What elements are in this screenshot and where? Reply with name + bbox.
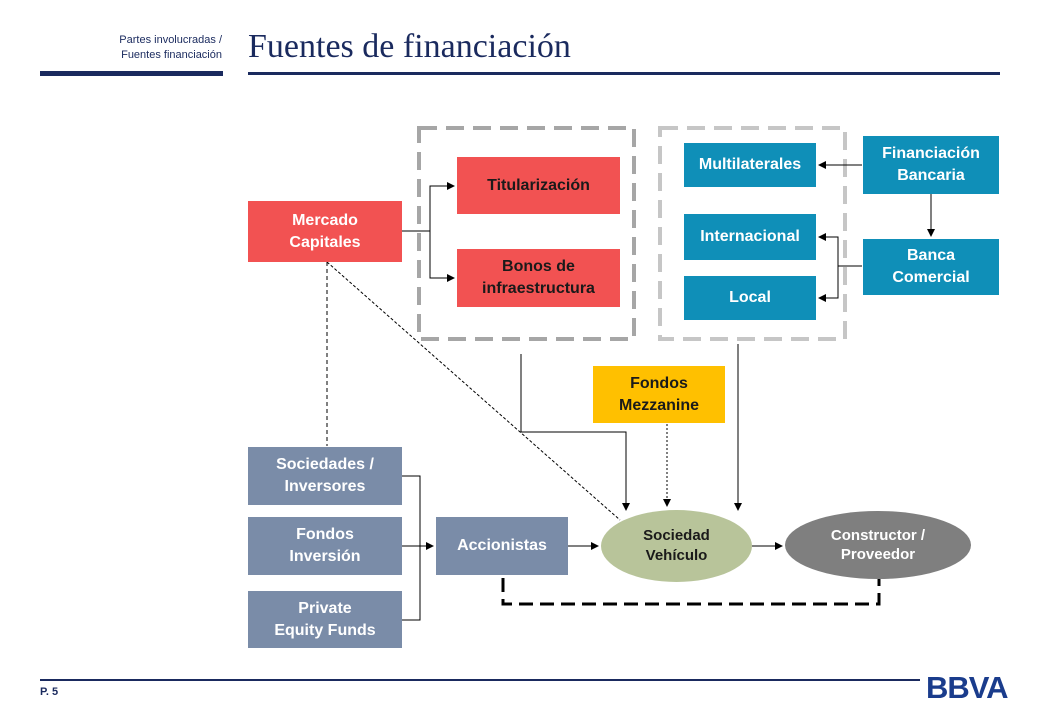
line-banca-internacional [818, 233, 862, 267]
node-multilaterales: Multilaterales [684, 143, 816, 187]
node-bonos-infraestructura: Bonos de infraestructura [457, 249, 620, 307]
node-accionistas: Accionistas [436, 517, 568, 575]
breadcrumb-line-1: Partes involucradas / [119, 34, 222, 46]
page-title: Fuentes de financiación [248, 28, 571, 65]
node-constructor-proveedor: Constructor / Proveedor [785, 511, 971, 579]
breadcrumb: Partes involucradas / Fuentes financiaci… [40, 33, 222, 63]
node-mercado-capitales: Mercado Capitales [248, 201, 402, 262]
capital-markets-group-box [417, 126, 636, 341]
title-rule [248, 72, 1000, 75]
breadcrumb-underline [40, 71, 223, 76]
bottom-dashed-bracket [501, 578, 881, 606]
node-sociedades-inversores: Sociedades / Inversores [248, 447, 402, 505]
node-titularizacion: Titularización [457, 157, 620, 214]
line-sources-bracket [402, 475, 421, 621]
line-mercado-to-vehiculo [326, 261, 621, 521]
node-financiacion-bancaria: Financiación Bancaria [863, 136, 999, 194]
line-capital-to-vehiculo [520, 354, 630, 511]
node-banca-comercial: Banca Comercial [863, 239, 999, 295]
footer-rule [40, 679, 920, 681]
page-number: P. 5 [40, 686, 59, 698]
banking-group-box [658, 126, 847, 341]
node-fondos-inversion: Fondos Inversión [248, 517, 402, 575]
line-mercado-split [402, 182, 455, 232]
node-private-equity: Private Equity Funds [248, 591, 402, 648]
line-banca-local [818, 266, 839, 302]
bbva-logo: BBVA [926, 670, 1009, 705]
node-local: Local [684, 276, 816, 320]
node-sociedad-vehiculo: Sociedad Vehículo [601, 510, 752, 582]
node-internacional: Internacional [684, 214, 816, 260]
line-mercado-bonos [429, 231, 455, 282]
breadcrumb-line-2: Fuentes financiación [121, 49, 222, 61]
node-fondos-mezzanine: Fondos Mezzanine [593, 366, 725, 423]
